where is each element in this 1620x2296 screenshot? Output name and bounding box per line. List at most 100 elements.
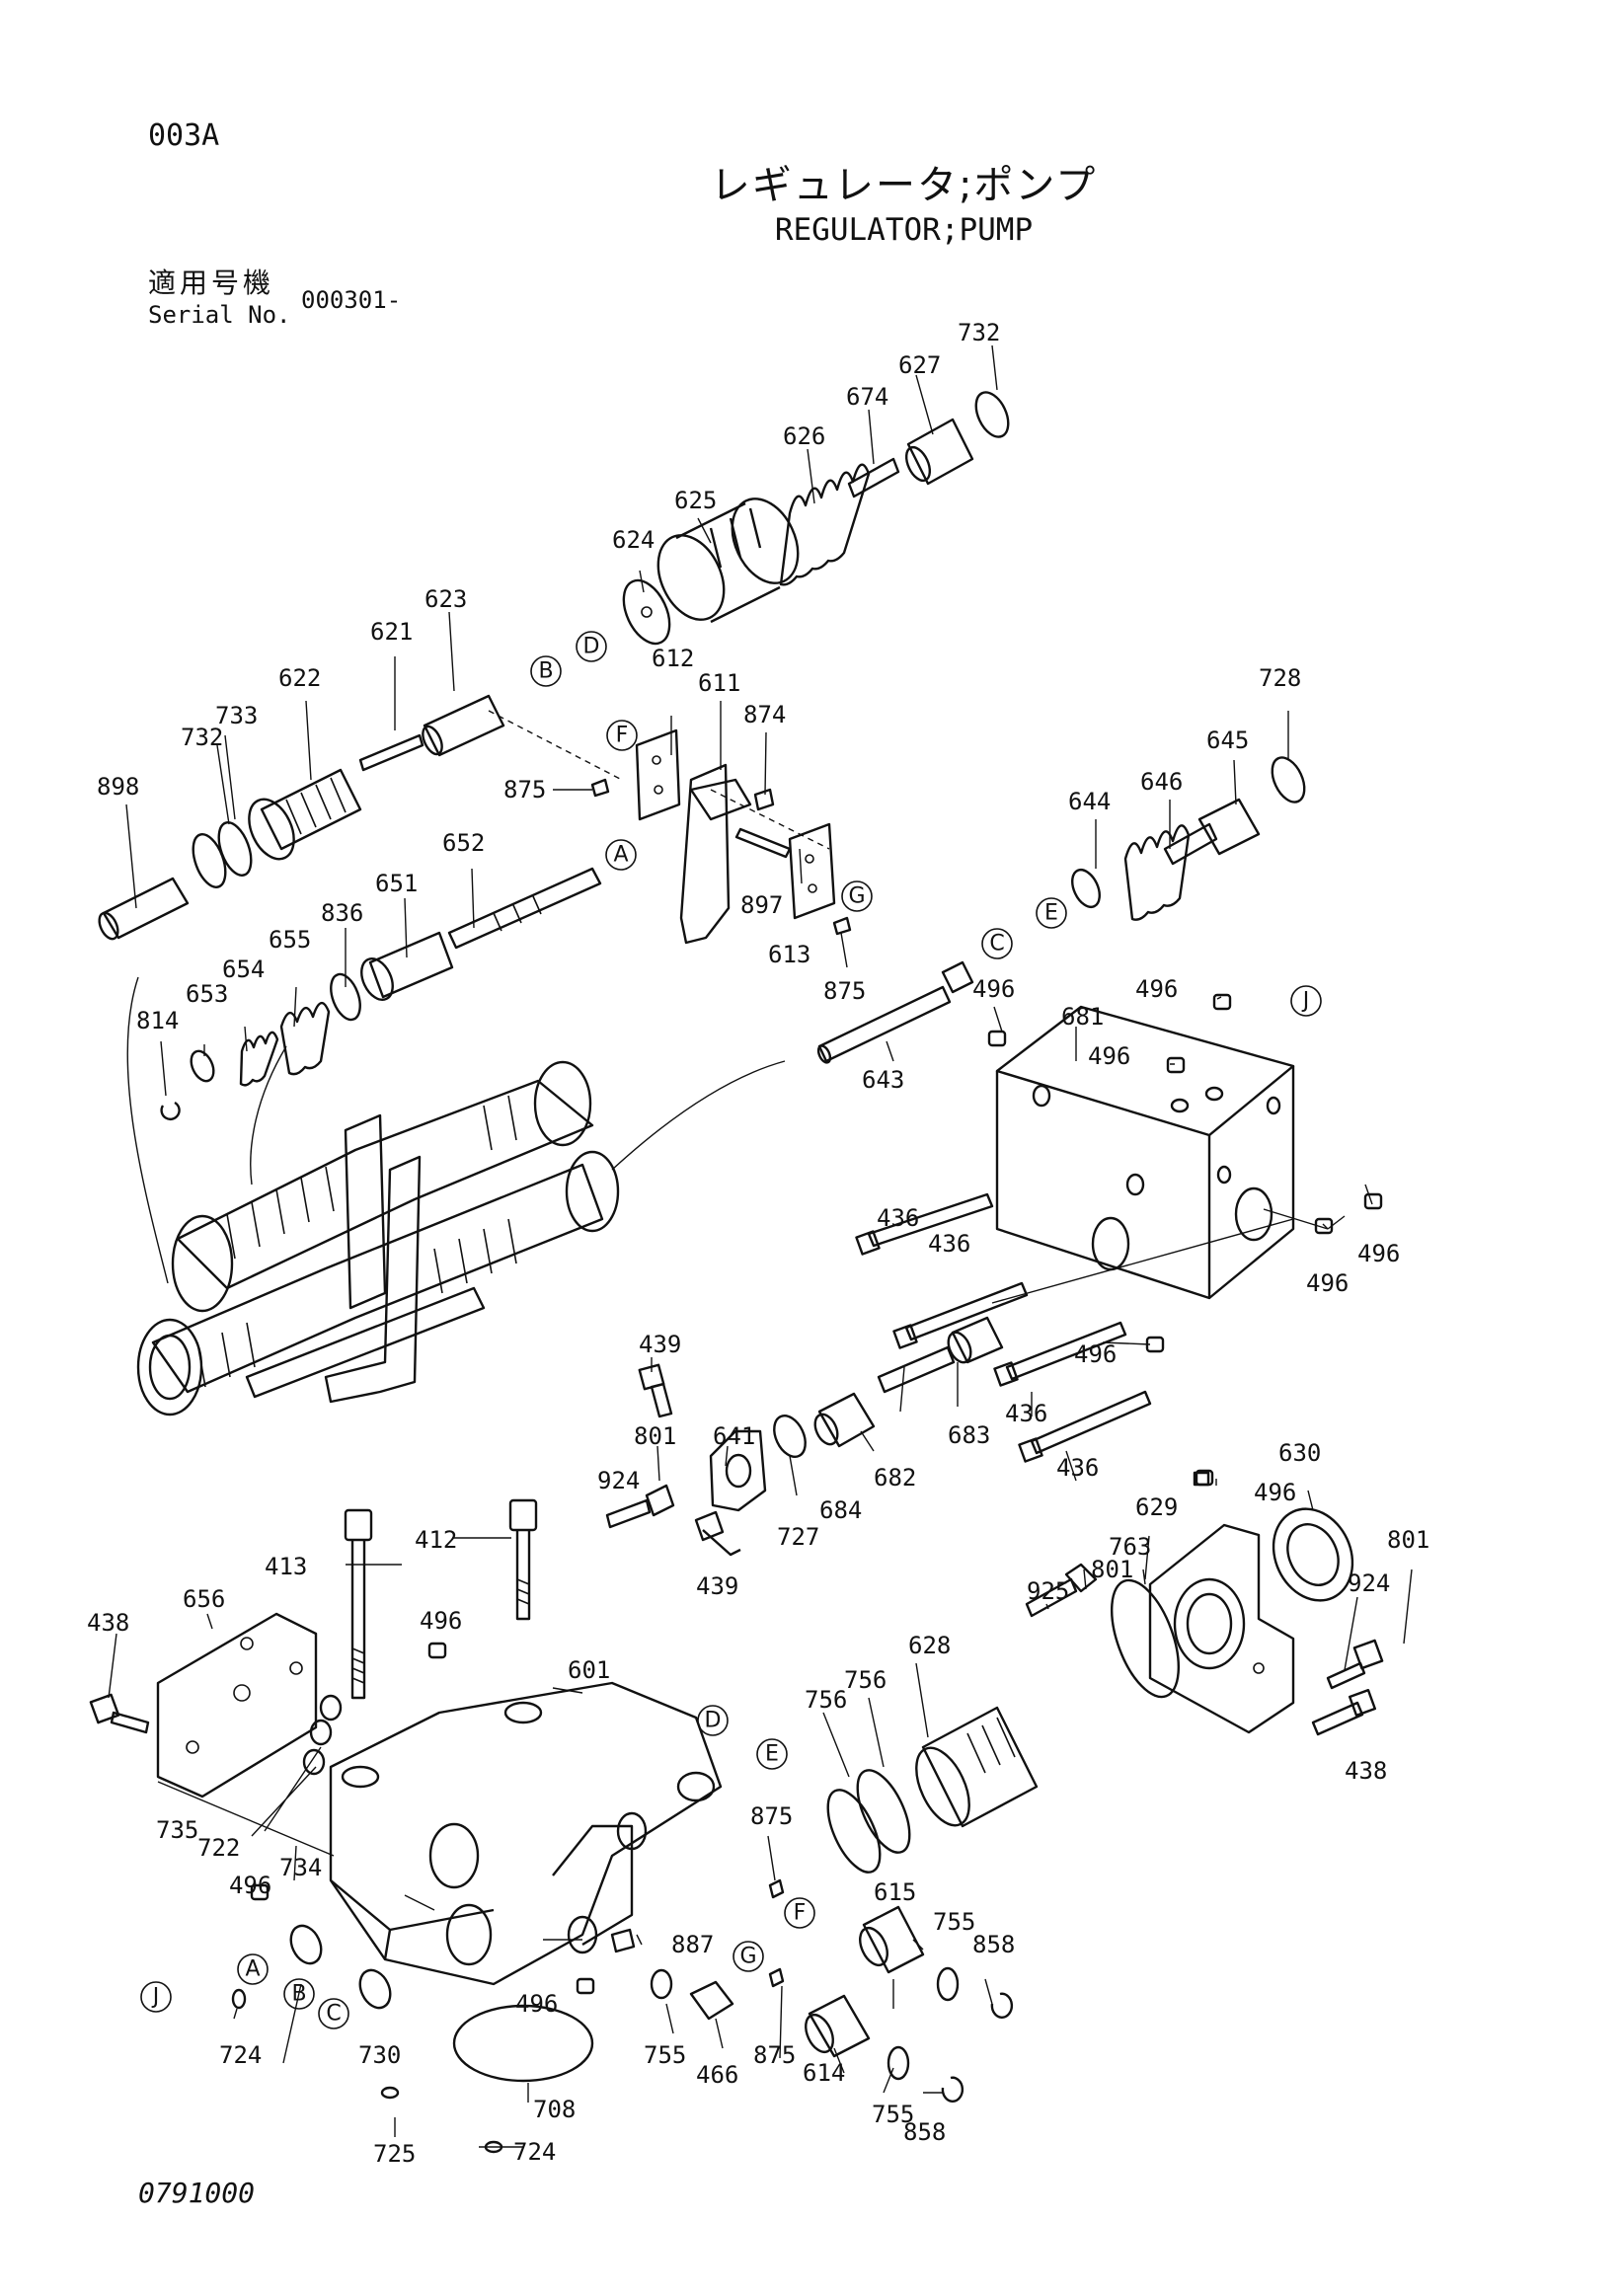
svg-text:627: 627 bbox=[898, 351, 941, 379]
svg-text:C: C bbox=[326, 2002, 341, 2027]
assembled-regulator-illustration bbox=[126, 976, 786, 1416]
flange-group bbox=[1025, 1471, 1384, 1736]
svg-text:683: 683 bbox=[948, 1421, 990, 1449]
reference-markers: B D F A G C E J D E F G A B C J bbox=[140, 631, 1322, 2029]
svg-text:496: 496 bbox=[972, 975, 1015, 1003]
svg-text:B: B bbox=[538, 659, 553, 684]
svg-text:887: 887 bbox=[671, 1931, 714, 1958]
svg-text:412: 412 bbox=[415, 1526, 457, 1554]
svg-text:875: 875 bbox=[823, 977, 866, 1005]
svg-text:644: 644 bbox=[1068, 788, 1111, 815]
top-spool-parts bbox=[98, 391, 1010, 941]
svg-text:641: 641 bbox=[713, 1422, 755, 1450]
svg-text:924: 924 bbox=[1348, 1569, 1390, 1597]
svg-text:858: 858 bbox=[972, 1931, 1015, 1958]
svg-text:439: 439 bbox=[696, 1572, 738, 1600]
svg-text:622: 622 bbox=[278, 664, 321, 692]
svg-text:466: 466 bbox=[696, 2061, 738, 2089]
svg-text:J: J bbox=[151, 1985, 160, 2010]
svg-text:496: 496 bbox=[1135, 975, 1178, 1003]
svg-text:875: 875 bbox=[750, 1802, 793, 1830]
svg-text:724: 724 bbox=[219, 2041, 262, 2069]
svg-text:496: 496 bbox=[420, 1607, 462, 1635]
svg-text:898: 898 bbox=[97, 773, 139, 801]
svg-text:496: 496 bbox=[229, 1872, 271, 1899]
svg-text:436: 436 bbox=[1005, 1400, 1047, 1427]
svg-text:623: 623 bbox=[424, 585, 467, 613]
svg-text:613: 613 bbox=[768, 941, 810, 968]
svg-text:724: 724 bbox=[513, 2138, 556, 2166]
svg-text:496: 496 bbox=[1254, 1479, 1296, 1506]
part-number-labels: 732 627 674 626 625 624 623 621 622 733 … bbox=[87, 319, 1429, 2168]
svg-text:614: 614 bbox=[803, 2059, 845, 2087]
serial-label-english: Serial No. bbox=[148, 301, 291, 329]
svg-text:755: 755 bbox=[644, 2041, 686, 2069]
svg-text:438: 438 bbox=[1345, 1757, 1387, 1785]
svg-text:814: 814 bbox=[136, 1007, 179, 1034]
svg-text:438: 438 bbox=[87, 1609, 129, 1637]
svg-text:652: 652 bbox=[442, 829, 485, 857]
svg-text:725: 725 bbox=[373, 2140, 416, 2168]
svg-text:626: 626 bbox=[783, 422, 825, 450]
svg-text:496: 496 bbox=[1074, 1340, 1117, 1368]
svg-text:728: 728 bbox=[1259, 664, 1301, 692]
svg-text:732: 732 bbox=[181, 724, 223, 751]
svg-text:682: 682 bbox=[874, 1464, 916, 1492]
svg-text:A: A bbox=[245, 1957, 260, 1982]
right-spool-parts bbox=[1071, 756, 1306, 921]
svg-text:755: 755 bbox=[872, 2101, 914, 2128]
svg-text:925: 925 bbox=[1027, 1577, 1069, 1605]
svg-text:496: 496 bbox=[1357, 1240, 1400, 1267]
middle-lever-parts bbox=[160, 728, 974, 1121]
svg-text:615: 615 bbox=[874, 1878, 916, 1906]
svg-text:763: 763 bbox=[1109, 1533, 1151, 1561]
svg-text:735: 735 bbox=[156, 1816, 198, 1844]
svg-text:756: 756 bbox=[844, 1666, 887, 1694]
lower-small-parts bbox=[231, 1878, 1014, 2154]
svg-text:436: 436 bbox=[928, 1230, 970, 1258]
svg-text:643: 643 bbox=[862, 1066, 904, 1094]
svg-text:727: 727 bbox=[777, 1523, 819, 1551]
leader-lines bbox=[108, 344, 1413, 2148]
svg-text:875: 875 bbox=[503, 776, 546, 804]
svg-text:897: 897 bbox=[740, 891, 783, 919]
svg-text:708: 708 bbox=[533, 2096, 576, 2123]
svg-text:874: 874 bbox=[743, 701, 786, 728]
svg-text:D: D bbox=[705, 1709, 722, 1733]
piston-group bbox=[605, 1316, 1004, 1557]
plugs-496 bbox=[250, 993, 1383, 1995]
svg-text:G: G bbox=[739, 1945, 756, 1969]
svg-text:D: D bbox=[583, 635, 600, 659]
valve-block-681 bbox=[991, 1005, 1329, 1304]
svg-text:755: 755 bbox=[933, 1908, 975, 1936]
svg-text:C: C bbox=[989, 932, 1004, 957]
svg-text:730: 730 bbox=[358, 2041, 401, 2069]
svg-text:653: 653 bbox=[186, 980, 228, 1008]
svg-text:756: 756 bbox=[805, 1686, 847, 1714]
svg-text:630: 630 bbox=[1278, 1439, 1321, 1467]
serial-number-range: 000301- bbox=[301, 286, 402, 314]
regulator-body-601 bbox=[329, 1681, 723, 1986]
svg-text:496: 496 bbox=[1306, 1269, 1349, 1297]
svg-text:656: 656 bbox=[183, 1585, 225, 1613]
svg-text:654: 654 bbox=[222, 956, 265, 983]
svg-text:858: 858 bbox=[903, 2118, 946, 2146]
svg-text:625: 625 bbox=[674, 487, 717, 514]
svg-text:J: J bbox=[1301, 989, 1310, 1014]
cover-plate-656 bbox=[89, 1612, 343, 1799]
svg-text:734: 734 bbox=[279, 1854, 322, 1881]
svg-text:733: 733 bbox=[215, 702, 258, 729]
svg-text:436: 436 bbox=[877, 1204, 919, 1232]
bolts-413-412 bbox=[344, 1498, 538, 1700]
svg-text:621: 621 bbox=[370, 618, 413, 646]
page-title-english: REGULATOR;PUMP bbox=[774, 212, 1034, 248]
svg-text:681: 681 bbox=[1061, 1003, 1104, 1031]
svg-text:612: 612 bbox=[652, 645, 694, 672]
svg-text:601: 601 bbox=[568, 1656, 610, 1684]
catalog-page-code: 003A bbox=[148, 118, 220, 153]
svg-text:F: F bbox=[616, 724, 629, 748]
bolts-436 bbox=[855, 1192, 1152, 1463]
svg-text:651: 651 bbox=[375, 870, 418, 897]
svg-text:G: G bbox=[848, 884, 865, 909]
svg-text:801: 801 bbox=[1091, 1556, 1133, 1583]
